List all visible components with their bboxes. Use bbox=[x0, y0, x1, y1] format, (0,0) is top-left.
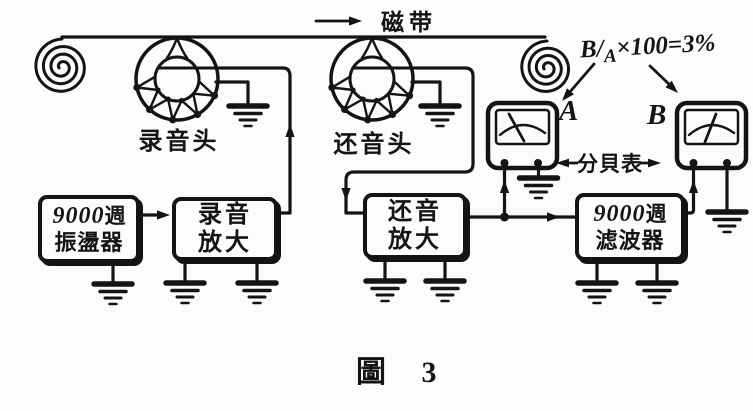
oscillator-block: 9000週 振盪器 bbox=[38, 195, 140, 263]
ground-icon bbox=[638, 283, 676, 303]
figure-caption: 圖 3 bbox=[356, 356, 451, 389]
record-head-label: 录音头 bbox=[138, 128, 220, 155]
wire-pbhead-to-pbamp bbox=[344, 66, 475, 215]
meter-b-needle bbox=[703, 112, 718, 144]
filter-frequency: 9000週 bbox=[593, 200, 667, 227]
meter-a-label: A bbox=[559, 95, 579, 127]
arrow-right-filter bbox=[547, 212, 560, 222]
meter-a-needle bbox=[507, 112, 526, 143]
ground-icon bbox=[94, 284, 132, 304]
ground-icon bbox=[426, 281, 464, 301]
playback-amp-line1: 还音 bbox=[388, 198, 442, 226]
playback-amplifier-block: 还音 放大 bbox=[363, 193, 467, 259]
ground-icon bbox=[229, 106, 267, 126]
ground-icon bbox=[520, 178, 558, 198]
oscillator-name: 振盪器 bbox=[54, 230, 124, 256]
ground-icon bbox=[366, 281, 404, 301]
meter-b-icon bbox=[677, 103, 746, 169]
tape-reel-left-icon bbox=[34, 37, 86, 93]
meter-b-label: B bbox=[647, 99, 667, 131]
oscillator-frequency: 9000週 bbox=[52, 202, 126, 229]
wire-pbhead-ground bbox=[410, 80, 442, 106]
filter-name: 滤波器 bbox=[595, 228, 665, 254]
junction-dot bbox=[500, 212, 509, 222]
ground-icon bbox=[166, 283, 204, 303]
arrow-down-pbamp bbox=[341, 188, 351, 201]
arrow-right-recamp bbox=[157, 210, 170, 220]
arrow-up-rechead bbox=[285, 124, 295, 137]
wire-recamp-to-rechead bbox=[219, 66, 292, 215]
wires bbox=[111, 66, 729, 284]
tape-direction-arrow bbox=[314, 16, 362, 26]
tape-reel-right-icon bbox=[520, 39, 570, 93]
wire-filter-to-meter-b bbox=[685, 164, 696, 215]
db-meter-label: 分貝表 bbox=[577, 153, 643, 176]
playback-head-label: 还音头 bbox=[333, 131, 415, 158]
arrow-up-meter-b bbox=[688, 180, 699, 193]
ground-icon bbox=[708, 212, 746, 232]
ground-icon bbox=[578, 283, 616, 303]
record-amp-line1: 录音 bbox=[198, 201, 252, 229]
playback-head-icon bbox=[326, 36, 418, 126]
record-head-icon bbox=[131, 36, 223, 126]
wire-rechead-ground bbox=[214, 80, 250, 106]
filter-block: 9000週 滤波器 bbox=[575, 193, 685, 261]
tape-label: 磁带 bbox=[381, 9, 437, 35]
playback-amp-line2: 放大 bbox=[388, 226, 442, 253]
record-amplifier-block: 录音 放大 bbox=[172, 197, 278, 261]
formula-arrows bbox=[562, 62, 678, 101]
ground-icon bbox=[238, 283, 276, 303]
arrow-up-meter-a bbox=[499, 180, 510, 193]
record-amp-line2: 放大 bbox=[198, 229, 252, 256]
ground-icon bbox=[421, 106, 459, 126]
db-label-arrows bbox=[556, 158, 661, 168]
